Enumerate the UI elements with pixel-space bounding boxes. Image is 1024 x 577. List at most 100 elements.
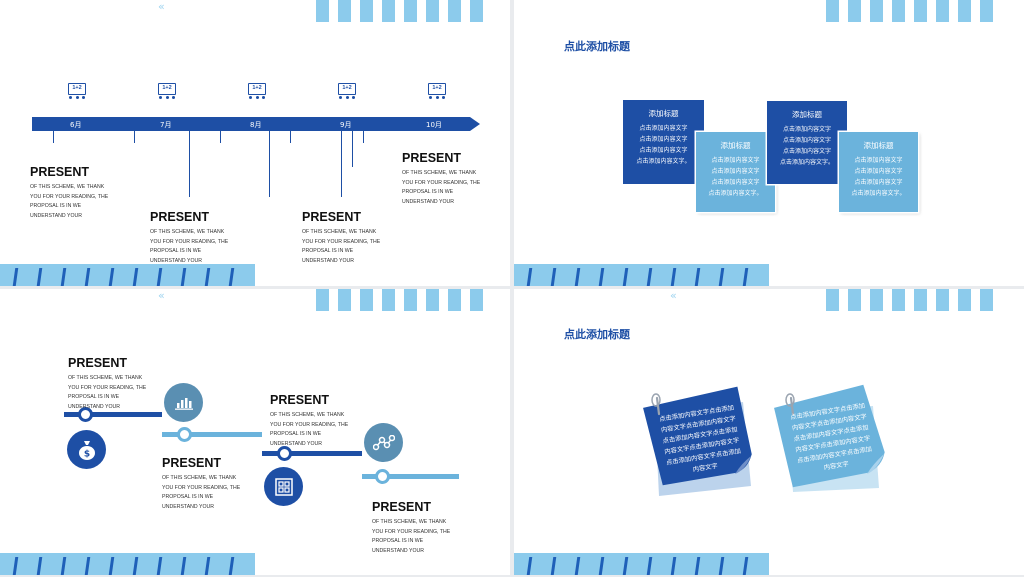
card-title: 添加标题 bbox=[648, 109, 679, 118]
card-title: 添加标题 bbox=[863, 141, 894, 150]
present-block: PRESENT OF THIS SCHEME, WE THANK YOU FOR… bbox=[372, 500, 452, 556]
classroom-icon: 1+2 bbox=[246, 83, 268, 101]
timeline-bar bbox=[32, 117, 470, 131]
chevron-left-icon: « bbox=[670, 289, 677, 302]
card-line: 点击添加内容文字 bbox=[639, 125, 688, 132]
card-title: 添加标题 bbox=[720, 141, 751, 150]
classroom-icon: 1+2 bbox=[66, 83, 88, 101]
step-line bbox=[262, 451, 362, 456]
slide-timeline[interactable]: « 1+2 1+2 1+2 1+2 1+2 6月 7月 8月 9月 10月 PR… bbox=[0, 0, 510, 286]
timeline-arrow bbox=[470, 117, 480, 131]
slide-title: 点此添加标题 bbox=[564, 328, 630, 341]
grid-icon bbox=[264, 467, 303, 506]
timeline-tick bbox=[363, 131, 364, 143]
chevron-left-icon: « bbox=[158, 0, 165, 13]
bottom-band bbox=[514, 264, 769, 286]
step-dot bbox=[177, 427, 192, 442]
timeline-tick bbox=[290, 131, 291, 143]
card-line: 点击添加内容文字 bbox=[854, 157, 903, 164]
present-heading: PRESENT bbox=[372, 500, 432, 514]
step-dot bbox=[78, 407, 93, 422]
present-heading: PRESENT bbox=[150, 210, 210, 224]
present-body: OF THIS SCHEME, WE THANK YOU FOR YOUR RE… bbox=[150, 229, 229, 264]
month-label: 9月 bbox=[340, 121, 352, 129]
present-block: PRESENT OF THIS SCHEME, WE THANK YOU FOR… bbox=[302, 210, 382, 266]
timeline-tick bbox=[220, 131, 221, 143]
card-line: 点击添加内容文字 bbox=[711, 168, 760, 175]
sticky-note[interactable]: 点击添加内容文字点击添加 内容文字点击添加内容文字 点击添加内容文字点击添加 内… bbox=[639, 384, 764, 499]
slide-steps[interactable]: « $ PRESENT OF THIS SCHEME, WE THANK YOU… bbox=[0, 289, 510, 575]
top-stripes bbox=[826, 0, 993, 22]
card-line: 点击添加内容文字 bbox=[711, 179, 760, 186]
info-card[interactable]: 添加标题 点击添加内容文字 点击添加内容文字 点击添加内容文字 点击添加内容文字… bbox=[623, 100, 704, 184]
present-heading: PRESENT bbox=[68, 356, 128, 370]
note-text: 点击添加内容文字点击添加 内容文字点击添加内容文字 点击添加内容文字点击添加 内… bbox=[789, 402, 873, 472]
card-line: 点击添加内容文字。 bbox=[636, 158, 691, 165]
card-line: 点击添加内容文字。 bbox=[708, 190, 763, 197]
present-block: PRESENT OF THIS SCHEME, WE THANK YOU FOR… bbox=[270, 393, 350, 449]
present-heading: PRESENT bbox=[162, 456, 222, 470]
info-card[interactable]: 添加标题 点击添加内容文字 点击添加内容文字 点击添加内容文字 点击添加内容文字… bbox=[696, 132, 775, 212]
bottom-band bbox=[514, 553, 769, 575]
card-title: 添加标题 bbox=[792, 110, 822, 119]
present-heading: PRESENT bbox=[302, 210, 362, 224]
month-label: 6月 bbox=[70, 121, 82, 129]
present-heading: PRESENT bbox=[270, 393, 330, 407]
chevron-left-icon: « bbox=[158, 289, 165, 302]
card-line: 点击添加内容文字 bbox=[854, 179, 903, 186]
present-block: PRESENT OF THIS SCHEME, WE THANK YOU FOR… bbox=[402, 151, 482, 207]
present-body: OF THIS SCHEME, WE THANK YOU FOR YOUR RE… bbox=[372, 519, 451, 554]
timeline-tick bbox=[53, 131, 54, 143]
classroom-icon: 1+2 bbox=[336, 83, 358, 101]
present-heading: PRESENT bbox=[30, 165, 90, 179]
note-text: 点击添加内容文字点击添加 内容文字点击添加内容文字 点击添加内容文字点击添加 内… bbox=[658, 404, 742, 474]
present-body: OF THIS SCHEME, WE THANK YOU FOR YOUR RE… bbox=[162, 475, 241, 510]
slide-notes[interactable]: « 点此添加标题 点击添加内容文字点击添加 内容文字点击添加内容文字 点击添加内… bbox=[514, 289, 1024, 575]
present-body: OF THIS SCHEME, WE THANK YOU FOR YOUR RE… bbox=[402, 170, 481, 205]
bar-chart-icon bbox=[164, 383, 203, 422]
timeline-tick bbox=[134, 131, 135, 143]
timeline-tick bbox=[189, 131, 190, 197]
card-line: 点击添加内容文字 bbox=[854, 168, 903, 175]
svg-text:$: $ bbox=[83, 449, 89, 459]
present-heading: PRESENT bbox=[402, 151, 462, 165]
card-line: 点击添加内容文字 bbox=[639, 147, 688, 154]
top-stripes bbox=[316, 0, 483, 22]
slide-title: 点此添加标题 bbox=[564, 40, 630, 53]
step-line bbox=[362, 474, 459, 479]
month-label: 10月 bbox=[426, 121, 442, 129]
card-line: 点击添加内容文字。 bbox=[779, 159, 834, 166]
top-stripes bbox=[316, 289, 483, 311]
slide-cards[interactable]: 点此添加标题 添加标题 点击添加内容文字 点击添加内容文字 点击添加内容文字 点… bbox=[514, 0, 1024, 286]
month-label: 8月 bbox=[250, 121, 262, 129]
present-body: OF THIS SCHEME, WE THANK YOU FOR YOUR RE… bbox=[270, 412, 349, 447]
info-card[interactable]: 添加标题 点击添加内容文字 点击添加内容文字 点击添加内容文字 点击添加内容文字… bbox=[839, 132, 918, 212]
card-line: 点击添加内容文字 bbox=[639, 136, 688, 143]
card-line: 点击添加内容文字。 bbox=[851, 190, 906, 197]
info-card[interactable]: 添加标题 点击添加内容文字 点击添加内容文字 点击添加内容文字 点击添加内容文字… bbox=[767, 101, 847, 184]
present-body: OF THIS SCHEME, WE THANK YOU FOR YOUR RE… bbox=[302, 229, 381, 264]
bottom-band bbox=[0, 553, 255, 575]
step-line bbox=[162, 432, 262, 437]
present-block: PRESENT OF THIS SCHEME, WE THANK YOU FOR… bbox=[162, 456, 242, 512]
money-bag-icon: $ bbox=[67, 430, 106, 469]
bottom-band bbox=[0, 264, 255, 286]
timeline-tick bbox=[352, 131, 353, 167]
present-block: PRESENT OF THIS SCHEME, WE THANK YOU FOR… bbox=[150, 210, 230, 266]
top-stripes bbox=[826, 289, 993, 311]
present-body: OF THIS SCHEME, WE THANK YOU FOR YOUR RE… bbox=[30, 184, 109, 219]
step-line bbox=[64, 412, 162, 417]
timeline-tick bbox=[341, 131, 342, 197]
timeline-tick bbox=[269, 131, 270, 197]
classroom-icon: 1+2 bbox=[156, 83, 178, 101]
share-icon bbox=[364, 423, 403, 462]
sticky-note[interactable]: 点击添加内容文字点击添加 内容文字点击添加内容文字 点击添加内容文字点击添加 内… bbox=[769, 384, 894, 499]
step-dot bbox=[375, 469, 390, 484]
step-dot bbox=[277, 446, 292, 461]
present-block: PRESENT OF THIS SCHEME, WE THANK YOU FOR… bbox=[68, 356, 148, 412]
card-line: 点击添加内容文字 bbox=[782, 126, 831, 133]
classroom-icon: 1+2 bbox=[426, 83, 448, 101]
present-body: OF THIS SCHEME, WE THANK YOU FOR YOUR RE… bbox=[68, 375, 147, 410]
card-line: 点击添加内容文字 bbox=[782, 148, 831, 155]
card-line: 点击添加内容文字 bbox=[782, 137, 831, 144]
